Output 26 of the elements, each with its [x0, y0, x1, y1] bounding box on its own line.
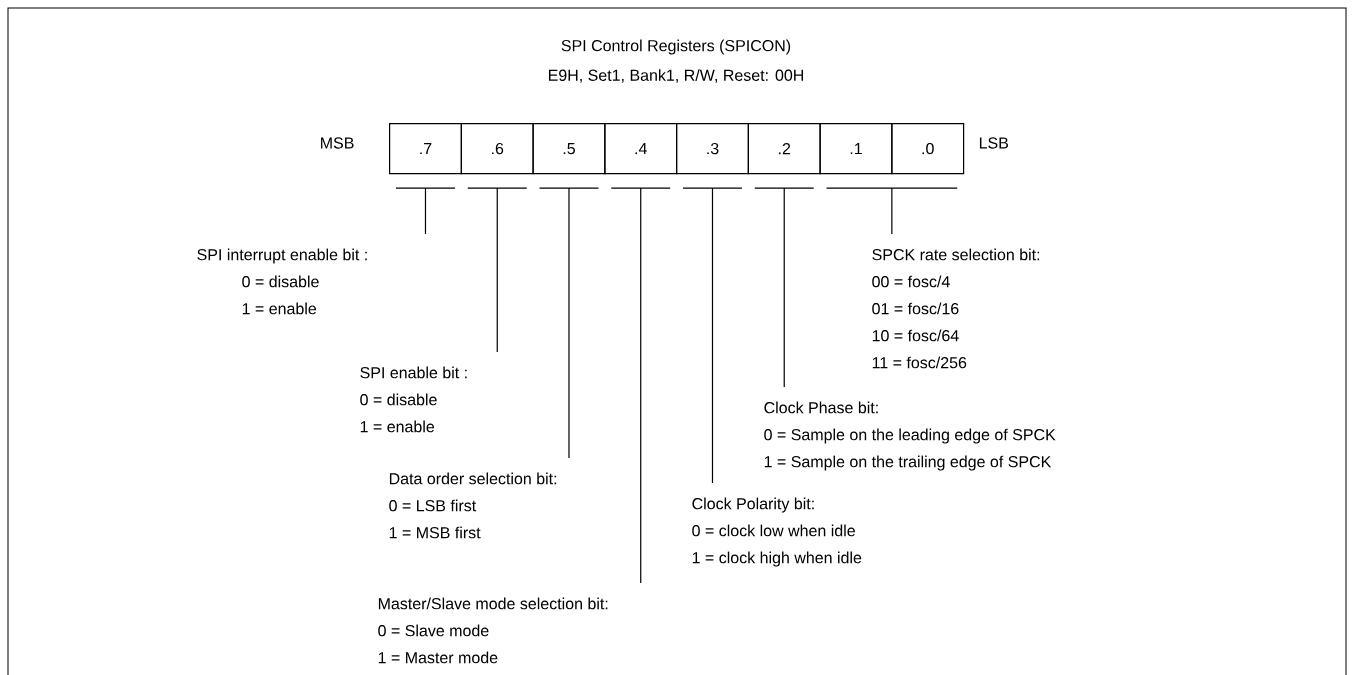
leader-line — [610, 187, 671, 584]
bit-description: Data order selection bit: 0 = LSB first 1 = MSB first — [389, 472, 557, 539]
bit-cell: .5 — [532, 123, 606, 175]
bit-cell: .1 — [819, 123, 893, 175]
leader-line — [754, 187, 815, 388]
title: SPI Control Registers (SPICON) — [561, 39, 791, 55]
bit-description: SPI enable bit : 0 = disable 1 = enable — [360, 366, 467, 433]
bit-cell: .2 — [747, 123, 821, 175]
leader-line — [395, 187, 456, 235]
bit-cell: .7 — [389, 123, 462, 175]
bit-description: Clock Polarity bit: 0 = clock low when idle 1 = clock high when idle — [692, 497, 862, 567]
leader-line — [825, 187, 958, 235]
register-address: E9H, Set1, Bank1, R/W, Reset: 00H — [548, 69, 804, 83]
leader-line — [538, 187, 600, 459]
bit-description: Master/Slave mode selection bit: 0 = Slave mode 1 = Master mode — [378, 597, 608, 664]
bit-cell: .3 — [676, 123, 749, 175]
lsb-label: LSB — [979, 137, 1008, 149]
leader-line — [682, 187, 743, 484]
bit-description: SPI interrupt enable bit : 0 = disable 1 = enable — [197, 248, 367, 315]
bit-cell: .6 — [460, 123, 534, 175]
msb-label: MSB — [321, 137, 354, 149]
bit-description: SPCK rate selection bit: 00 = fosc/4 01 = fosc/16 10 = fosc/64 11 = fosc/256 — [872, 248, 1040, 369]
bit-cell: .4 — [604, 123, 678, 175]
bit-description: Clock Phase bit: 0 = Sample on the leading edge of SPCK 1 = Sample on the trailing edge of SPCK — [764, 401, 1056, 471]
bit-cell: .0 — [891, 123, 965, 175]
leader-line — [467, 187, 528, 353]
